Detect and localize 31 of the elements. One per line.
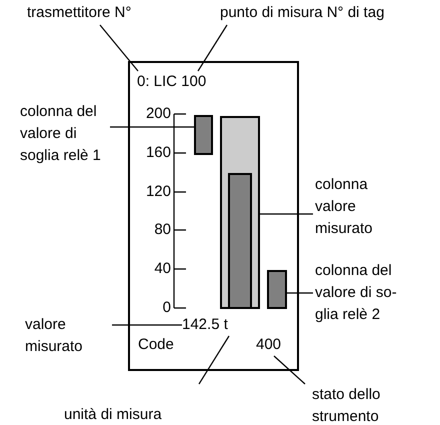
leader-line [198, 336, 230, 384]
leader-line [287, 292, 313, 294]
callout-label: punto di misura N° di tag [220, 2, 384, 24]
display-text: Code [138, 334, 174, 356]
callout-label: trasmettitore N° [27, 2, 132, 24]
scale-label: 200 [146, 104, 171, 124]
display-text: 142.5 t [182, 314, 228, 336]
callout-label: unità di misura [64, 404, 162, 425]
callout-label: colonna del valore di so-glia relè 2 [315, 260, 415, 326]
measured-value-bar [228, 173, 252, 309]
scale-label: 0 [162, 298, 171, 318]
callout-label: colonna valore misurato [315, 174, 395, 240]
leader-line [260, 213, 313, 215]
leader-line [274, 356, 306, 384]
scale-label: 40 [154, 259, 171, 279]
leader-line [110, 126, 194, 128]
display-text: 400 [256, 334, 282, 356]
scale-label: 120 [146, 182, 171, 202]
measuring-column [220, 116, 260, 309]
leader-line [100, 24, 138, 72]
relay-threshold-bar [267, 270, 287, 309]
callout-label: stato dello strumento [312, 384, 402, 425]
leader-line [198, 24, 228, 72]
scale-label: 80 [154, 220, 171, 240]
display-text: 0: LIC 100 [137, 71, 206, 93]
callout-label: colonna del valore di soglia relè 1 [20, 101, 115, 167]
callout-label: valore misurato [25, 314, 105, 358]
display-frame [128, 61, 299, 371]
leader-line [112, 324, 182, 326]
scale-label: 160 [146, 143, 171, 163]
relay-threshold-bar [194, 115, 213, 155]
